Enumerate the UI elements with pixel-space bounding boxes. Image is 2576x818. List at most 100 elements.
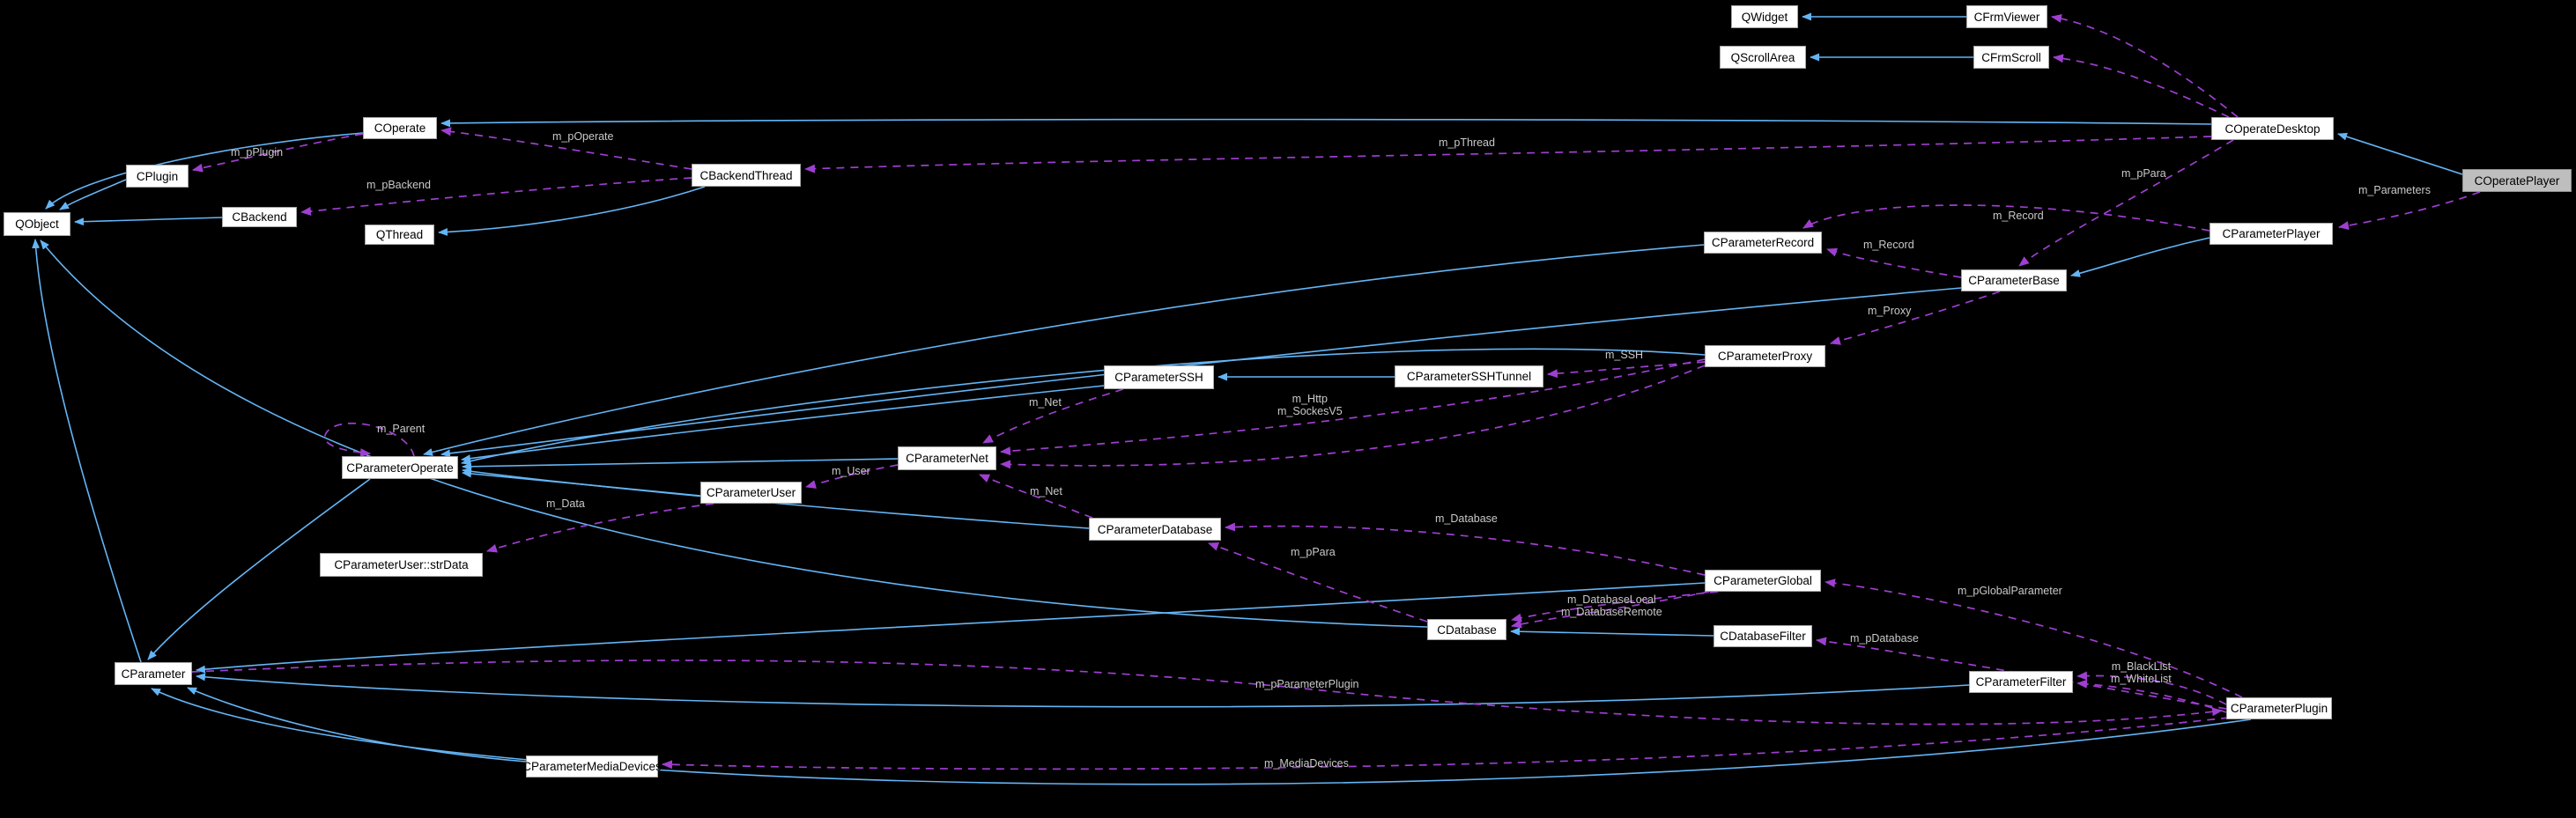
edge-label-m_pPara: m_pPara (1291, 546, 1336, 558)
edge-label-m_Proxy: m_Proxy (1868, 305, 1912, 317)
class-node-cparameterplugin[interactable]: CParameterPlugin (2226, 697, 2332, 719)
edge-label-line: m_BlackList (2111, 660, 2172, 673)
usage-edge-cparameterplugin-cparameterfilter (2076, 671, 2227, 705)
edge-label-m_User: m_User (832, 465, 870, 477)
edge-label-m_pOperate: m_pOperate (552, 130, 614, 143)
usage-edge-cparameterproxy-cparameternet (1000, 365, 1706, 469)
class-node-qthread[interactable]: QThread (365, 225, 434, 245)
edge-label-m_pDatabase: m_pDatabase (1850, 632, 1919, 645)
class-node-cparameterfilter[interactable]: CParameterFilter (1969, 671, 2073, 693)
edge-label-m_pPara: m_pPara (2121, 167, 2166, 180)
class-node-cparameterglobal[interactable]: CParameterGlobal (1705, 570, 1821, 592)
usage-edge-coperatedesktop-cfrmscroll (2053, 54, 2230, 118)
usage-edge-cparameterbase-cparameterrecord (1826, 247, 1962, 278)
usage-edge-cparameterssh-cparameternet (982, 388, 1124, 444)
class-node-qobject[interactable]: QObject (4, 212, 70, 236)
edge-label-line: m_SockesV5 (1277, 405, 1343, 417)
class-node-cparameterssh[interactable]: CParameterSSH (1104, 365, 1214, 389)
class-node-cfrmscroll[interactable]: CFrmScroll (1973, 46, 2049, 69)
inheritance-edge-cdatabasefilter-cdatabase (1510, 627, 1714, 637)
class-node-coperate[interactable]: COperate (363, 117, 437, 139)
edge-label-m_pGlobalParameter: m_pGlobalParameter (1958, 585, 2062, 597)
inheritance-edge-cparametermediadevices-cparameter (187, 687, 527, 763)
usage-edge-cparameterbase-cparameterproxy (1830, 291, 2001, 345)
class-node-cparametermediadevices[interactable]: CParameterMediaDevices (522, 755, 662, 777)
inheritance-edge-coperatedesktop-coperate (440, 118, 2212, 128)
usage-edge-cparameteroperate-cparameteroperate (323, 422, 415, 458)
edge-label-m_Parameters: m_Parameters (2358, 184, 2431, 196)
inheritance-edge-cparameterfilter-cparameter (196, 673, 1970, 708)
usage-edge-cbackendthread-cbackend (300, 177, 692, 216)
inheritance-edge-cparameterplayer-cparameterbase (2070, 237, 2210, 277)
usage-edge-coperatedesktop-cbackendthread (804, 136, 2212, 173)
usage-edge-cparameterproxy-cparameternet (1000, 358, 1706, 456)
inheritance-edge-cplugin-qobject (59, 179, 127, 210)
usage-edge-cparameterproxy-cparametersshtunnel (1547, 361, 1706, 379)
edge-label-line: m_DatabaseRemote (1561, 606, 1662, 618)
inheritance-edge-cparameterssh-cparameteroperate (461, 385, 1105, 463)
inheritance-edge-coperateplayer-coperatedesktop (2337, 132, 2463, 175)
usage-edge-cparameterplugin-cparameterfilter (2076, 679, 2227, 713)
class-node-cparameter[interactable]: CParameter (115, 662, 192, 685)
edge-label-m_Record: m_Record (1993, 210, 2044, 222)
edge-label-m_Record: m_Record (1863, 239, 1914, 251)
inheritance-edge-cparameteroperate-cparameter (147, 478, 371, 660)
usage-edge-coperatedesktop-cparameterbase (2018, 139, 2234, 267)
class-node-cparametersshtunnel[interactable]: CParameterSSHTunnel (1395, 365, 1543, 387)
class-node-cdatabase[interactable]: CDatabase (1427, 619, 1506, 640)
inheritance-edge-cparameterplugin-cparameter (151, 688, 2252, 785)
edge-label-line: m_DatabaseLocal (1566, 593, 1656, 606)
inheritance-edge-cparameterrecord-cparameteroperate (423, 244, 1705, 456)
class-node-qscrollarea[interactable]: QScrollArea (1720, 46, 1806, 69)
class-node-coperateplayer[interactable]: COperatePlayer (2462, 169, 2572, 192)
class-node-cparameterdatabase[interactable]: CParameterDatabase (1089, 518, 1221, 541)
class-node-cbackendthread[interactable]: CBackendThread (692, 164, 801, 187)
class-node-cparameterproxy[interactable]: CParameterProxy (1705, 345, 1825, 367)
edge-label-m_Data: m_Data (546, 497, 585, 510)
class-node-qwidget[interactable]: QWidget (1731, 5, 1798, 28)
inheritance-edge-cparameterproxy-cparameteroperate (461, 348, 1706, 466)
usage-edge-coperate-cplugin (192, 133, 364, 173)
usage-edge-cparameterplugin-cparameterglobal (1825, 578, 2243, 698)
inheritance-edge-cdatabase-qobject (40, 240, 1428, 628)
usage-edge-cbackendthread-coperate (440, 127, 692, 170)
class-node-cparameteruser-strdata[interactable]: CParameterUser::strData (320, 553, 483, 577)
class-node-cplugin[interactable]: CPlugin (126, 165, 189, 188)
class-node-cbackend[interactable]: CBackend (222, 207, 297, 227)
usage-edge-cparameterplayer-cparameterrecord (1802, 204, 2210, 232)
class-node-cparameteruser[interactable]: CParameterUser (700, 482, 802, 504)
inheritance-edge-cparameterbase-cparameteroperate (440, 287, 1962, 458)
usage-edge-cparameter-cparameterplugin (191, 660, 2223, 726)
usage-edge-cparameterglobal-cdatabase (1511, 591, 1719, 623)
inheritance-edge-cbackend-qobject (74, 217, 223, 226)
class-node-cparameterrecord[interactable]: CParameterRecord (1704, 232, 1822, 254)
edge-label-m_Net: m_Net (1029, 396, 1062, 409)
usage-edge-cparameternet-cparameteruser (805, 464, 899, 489)
class-node-coperatedesktop[interactable]: COperateDesktop (2211, 117, 2334, 140)
usage-edge-coperateplayer-cparameterplayer (2338, 191, 2481, 230)
edge-label-m_Database: m_Database (1435, 512, 1498, 525)
usage-edge-coperatedesktop-cfrmviewer (2051, 13, 2239, 118)
class-node-cparameteroperate[interactable]: CParameterOperate (342, 456, 458, 479)
edge-label-m_Net: m_Net (1030, 485, 1062, 497)
edge-label-m_MediaDevices: m_MediaDevices (1264, 757, 1349, 770)
class-node-cfrmviewer[interactable]: CFrmViewer (1966, 5, 2047, 28)
edge-label-m_Parent: m_Parent (377, 423, 426, 435)
class-node-cparameterplayer[interactable]: CParameterPlayer (2210, 223, 2333, 245)
inheritance-edge-cparameterglobal-cparameter (196, 582, 1706, 674)
edge-label-m_pThread: m_pThread (1439, 136, 1495, 149)
inheritance-edge-cparameternet-cparameteroperate (462, 458, 899, 471)
class-node-cparameterbase[interactable]: CParameterBase (1961, 269, 2067, 291)
class-node-cdatabasefilter[interactable]: CDatabaseFilter (1714, 625, 1812, 647)
edge-label-m_pPlugin: m_pPlugin (231, 146, 284, 158)
inheritance-edge-cparameter-qobject (32, 239, 142, 663)
class-node-cparameternet[interactable]: CParameterNet (898, 446, 996, 470)
edge-label-m_pBackend: m_pBackend (366, 179, 431, 191)
usage-edge-cparameteruser-cparameteruser-strdata (486, 503, 714, 553)
usage-edge-cparameterplugin-cparametermediadevices (662, 717, 2230, 770)
